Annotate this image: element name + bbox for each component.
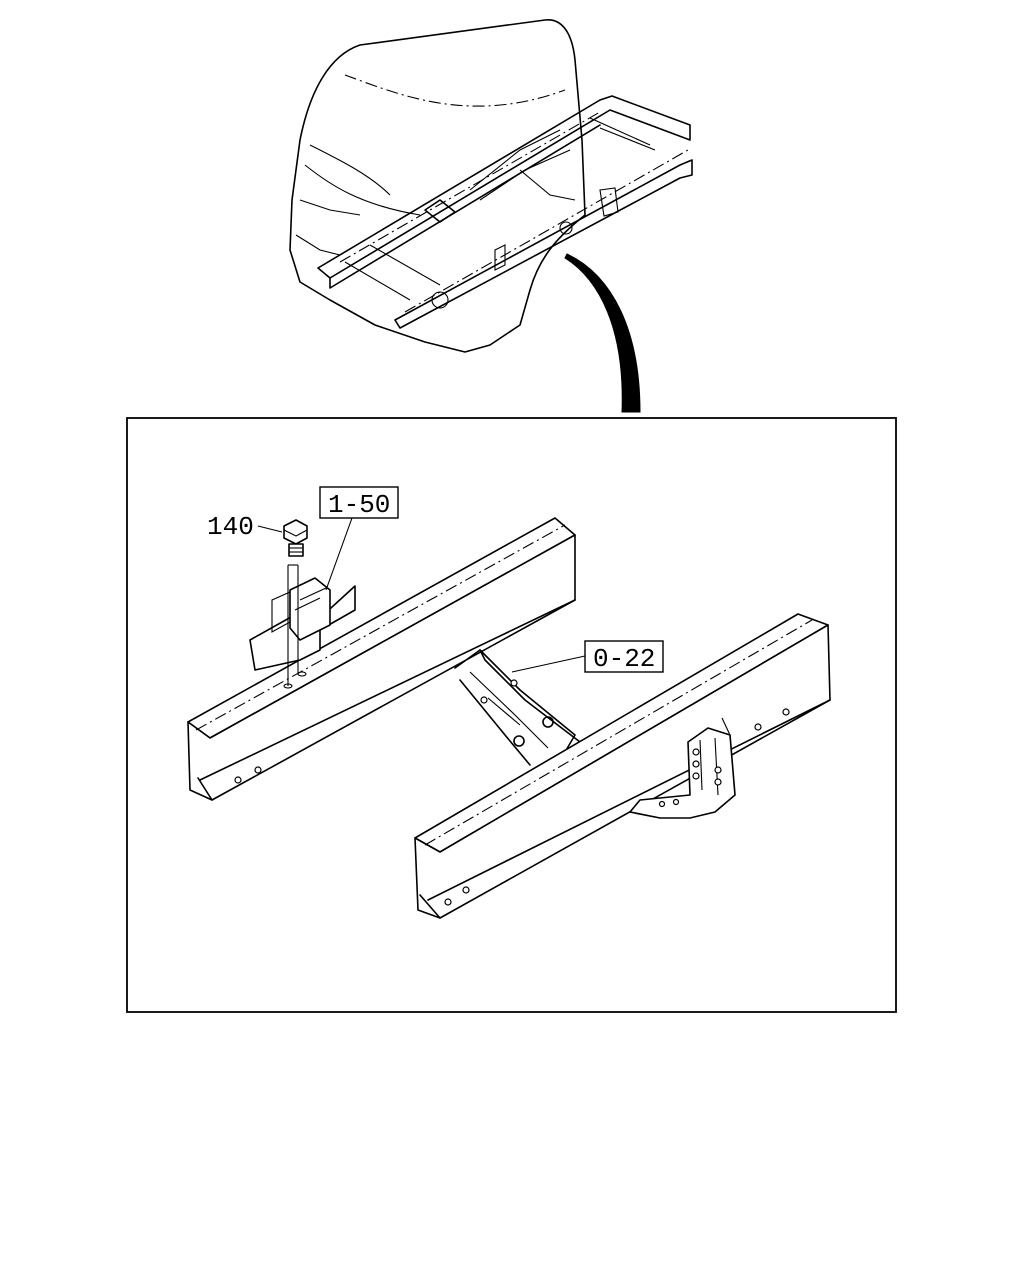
callout-1-50: 1-50 xyxy=(328,490,390,520)
frame-rail-left xyxy=(187,517,576,801)
spring-hanger-bracket xyxy=(629,717,736,819)
callout-0-22-box xyxy=(584,640,664,673)
bolt-140-icon xyxy=(283,519,308,557)
leader-1-50 xyxy=(325,517,353,591)
leader-140 xyxy=(257,525,283,533)
truck-cab-overview xyxy=(289,19,693,413)
callout-1-50-box xyxy=(319,486,399,519)
callout-0-22: 0-22 xyxy=(593,644,655,674)
frame-rail-right xyxy=(414,613,831,919)
crossmember xyxy=(454,649,581,766)
mounting-bracket xyxy=(249,564,356,689)
detail-frame xyxy=(126,417,897,1013)
leader-0-22 xyxy=(511,655,586,673)
callout-140: 140 xyxy=(207,512,254,542)
